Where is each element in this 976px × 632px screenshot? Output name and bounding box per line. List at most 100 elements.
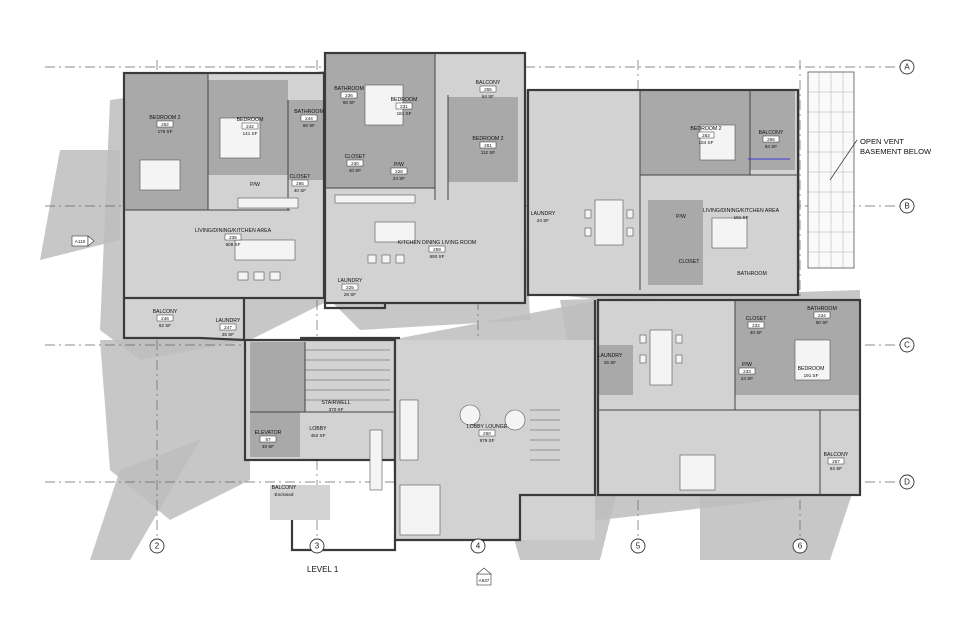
level-title: LEVEL 1 <box>307 565 339 574</box>
room-name: CLOSET <box>746 316 768 322</box>
grid-bubble-C: C <box>899 337 915 353</box>
room-number-box <box>390 167 408 175</box>
room-number: 255 <box>484 87 492 92</box>
room-number-box <box>340 91 358 99</box>
room-number-box <box>156 120 174 128</box>
room-name: BEDROOM <box>798 366 825 372</box>
room-number-box <box>346 159 364 167</box>
unit-middle <box>323 51 527 310</box>
svg-text:A637: A637 <box>479 578 490 583</box>
room-name: CLOSET <box>290 174 312 180</box>
room-area: 60 SF <box>343 100 355 105</box>
room-area: 40 SF <box>349 168 361 173</box>
room-number-box <box>224 233 242 241</box>
room-area: 979 SF <box>480 438 495 443</box>
room-name: P/W <box>742 362 752 368</box>
room-name: STAIRWELL <box>322 400 351 406</box>
room-number-box <box>697 131 715 139</box>
room-area: Enclosed <box>275 492 294 497</box>
grid-bubble-4: 4 <box>470 538 486 554</box>
room-number: 247 <box>224 325 232 330</box>
room-number: 57 <box>265 437 271 442</box>
room-number: 259 <box>433 247 441 252</box>
svg-text:D: D <box>904 478 910 487</box>
room-name: BEDROOM <box>237 117 264 123</box>
room-area: 24 SF <box>741 376 753 381</box>
room-number-box <box>219 323 237 331</box>
unit-right-lower <box>596 298 862 497</box>
svg-text:2: 2 <box>155 542 160 551</box>
open-vent-grid <box>807 71 858 269</box>
room-number: 231 <box>400 104 408 109</box>
room-name: BEDROOM 2 <box>149 115 180 121</box>
room-number-box <box>156 314 174 322</box>
room-tag-pw-left: P/W <box>250 182 260 188</box>
room-area: 154 SF <box>699 140 714 145</box>
room-tag-closet-right: CLOSET <box>679 259 701 265</box>
room-name: LIVING/DINING/KITCHEN AREA <box>703 208 780 214</box>
grid-bubble-3: 3 <box>309 538 325 554</box>
room-area: 191 SF <box>734 215 749 220</box>
svg-text:B: B <box>904 202 909 211</box>
room-area: 452 SF <box>311 433 326 438</box>
room-number: 242 <box>246 124 254 129</box>
room-name: ELEVATOR <box>255 430 282 436</box>
grid-bubble-2: 2 <box>149 538 165 554</box>
room-area: 40 SF <box>294 188 306 193</box>
room-name: LAUNDRY <box>216 318 241 324</box>
core-lobby <box>243 300 597 552</box>
svg-text:OPEN VENT: OPEN VENT <box>860 137 904 146</box>
room-name: BALCONY <box>476 80 501 86</box>
room-number-box <box>827 457 845 465</box>
room-number: 257 <box>832 459 840 464</box>
grid-bubble-A: A <box>899 59 915 75</box>
room-area: 608 SF <box>226 242 241 247</box>
room-number-box <box>428 245 446 253</box>
room-tag-pw-right: P/W <box>676 214 686 220</box>
room-name: BATHROOM <box>807 306 837 312</box>
room-area: 60 SF <box>303 123 315 128</box>
room-number: 256 <box>767 137 775 142</box>
grid-bubble-D: D <box>899 474 915 490</box>
svg-text:6: 6 <box>798 542 803 551</box>
room-name: BATHROOM <box>737 271 767 277</box>
room-number: 232 <box>752 323 760 328</box>
room-name: P/W <box>250 182 260 188</box>
room-number-box <box>291 179 309 187</box>
room-area: 24 SF <box>393 176 405 181</box>
open-vent-note: OPEN VENT BASEMENT BELOW <box>860 137 932 156</box>
room-number: 225 <box>346 285 354 290</box>
room-number-box <box>341 283 359 291</box>
room-number-box <box>813 311 831 319</box>
room-area: 64 SF <box>830 466 842 471</box>
room-area: 62 SF <box>159 323 171 328</box>
room-number-box <box>762 135 780 143</box>
room-number-box <box>300 114 318 122</box>
room-number: 246 <box>161 316 169 321</box>
room-name: LOBBY <box>309 426 327 432</box>
svg-text:BASEMENT BELOW: BASEMENT BELOW <box>860 147 932 156</box>
room-number: 244 <box>305 116 313 121</box>
room-name: P/W <box>394 162 404 168</box>
svg-text:4: 4 <box>476 542 481 551</box>
room-number: 230 <box>351 161 359 166</box>
room-name: LOBBY LOUNGE <box>467 424 508 430</box>
room-name: BEDROOM <box>391 97 418 103</box>
unit-right-upper <box>526 88 800 297</box>
room-area: 26 SF <box>604 360 616 365</box>
